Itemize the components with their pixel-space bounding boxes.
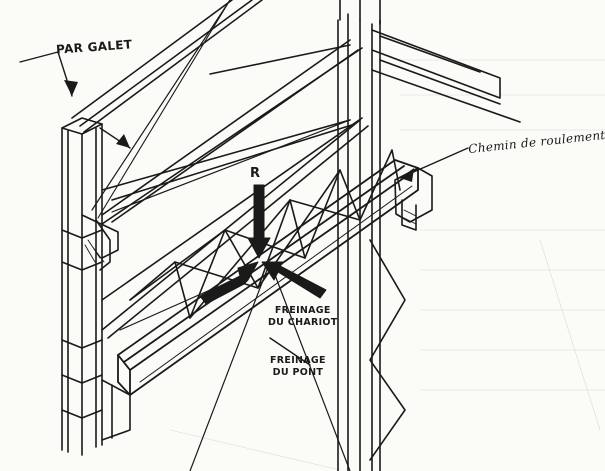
label-r: R (250, 166, 261, 181)
mid-beam (101, 117, 401, 339)
arrow-freinage-pont (199, 261, 259, 305)
label-freinage-chariot: FREINAGE DU CHARIOT (268, 305, 338, 329)
upper-rails (71, 0, 363, 225)
force-arrows (199, 184, 327, 305)
arrow-r (247, 184, 271, 259)
leader-lines (19, 51, 469, 366)
right-columns (337, 0, 521, 471)
left-column (61, 117, 131, 456)
bracing-lines (91, 0, 351, 471)
label-freinage-chariot-line1: FREINAGE (274, 305, 331, 316)
label-freinage-pont-line2: DU PONT (272, 367, 324, 378)
label-freinage-pont: FREINAGE DU PONT (270, 355, 326, 379)
leader-arrowheads (64, 80, 414, 182)
background-grid (169, 59, 605, 471)
label-freinage-pont-line1: FREINAGE (270, 355, 326, 366)
label-freinage-chariot-line2: DU CHARIOT (268, 317, 338, 328)
arrow-freinage-chariot (261, 261, 327, 299)
